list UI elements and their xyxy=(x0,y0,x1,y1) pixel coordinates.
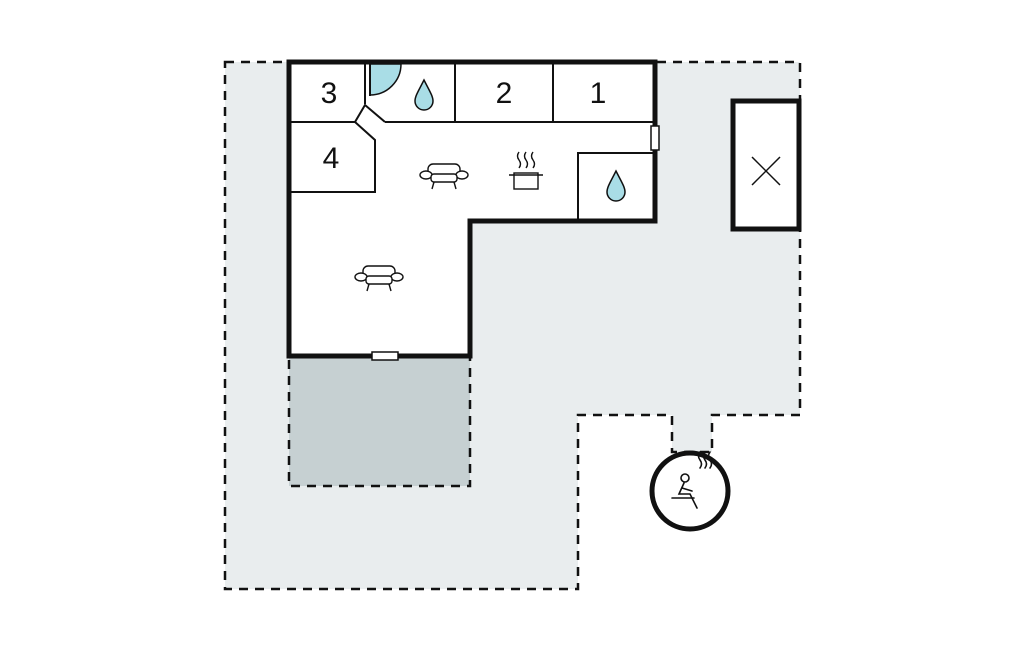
sofa-icon xyxy=(419,163,469,190)
interior-walls xyxy=(289,62,655,221)
water-drop-icon xyxy=(606,169,626,202)
sofa-icon xyxy=(354,265,404,292)
water-drop-icon xyxy=(414,78,434,111)
cooking-pot-icon xyxy=(509,151,543,190)
room-label-1: 1 xyxy=(590,77,607,110)
room-label-2: 2 xyxy=(496,77,513,110)
room-label-3: 3 xyxy=(321,77,338,110)
exterior-walls xyxy=(286,59,658,359)
cross-icon xyxy=(730,98,802,232)
outbuilding xyxy=(730,98,802,232)
terrace-door xyxy=(371,351,399,361)
sauna-icon xyxy=(649,450,731,532)
door-swing xyxy=(369,63,402,96)
room-label-4: 4 xyxy=(323,142,340,175)
terrace xyxy=(287,355,472,488)
window-east xyxy=(650,125,660,151)
